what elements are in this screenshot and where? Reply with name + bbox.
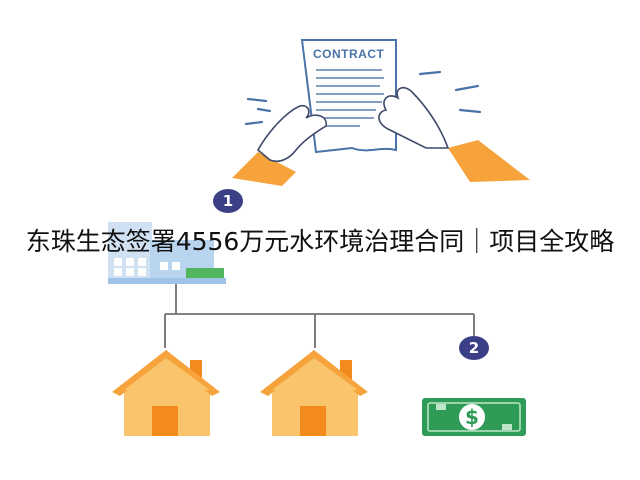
connector-lines — [164, 284, 475, 348]
step-badge-2: 2 — [459, 336, 489, 360]
contract-title: CONTRACT — [313, 47, 384, 61]
money-icon: $ — [422, 398, 526, 436]
right-sleeve — [448, 140, 530, 182]
headline: 东珠生态签署4556万元水环境治理合同｜项目全攻略 — [25, 227, 615, 256]
house-icon — [260, 350, 368, 436]
contract-scene: CONTRACT — [232, 39, 530, 186]
motion-dashes — [244, 70, 482, 126]
step-badge-1: 1 — [213, 189, 243, 213]
left-sleeve — [232, 152, 296, 186]
hand-icon — [256, 104, 327, 163]
money-symbol: $ — [465, 405, 479, 429]
badge-2-label: 2 — [469, 339, 479, 357]
contract-icon: CONTRACT — [300, 39, 397, 154]
badge-1-label: 1 — [223, 192, 233, 210]
building-icon — [108, 222, 226, 284]
house-icon — [112, 350, 220, 436]
hand-icon — [378, 86, 450, 149]
